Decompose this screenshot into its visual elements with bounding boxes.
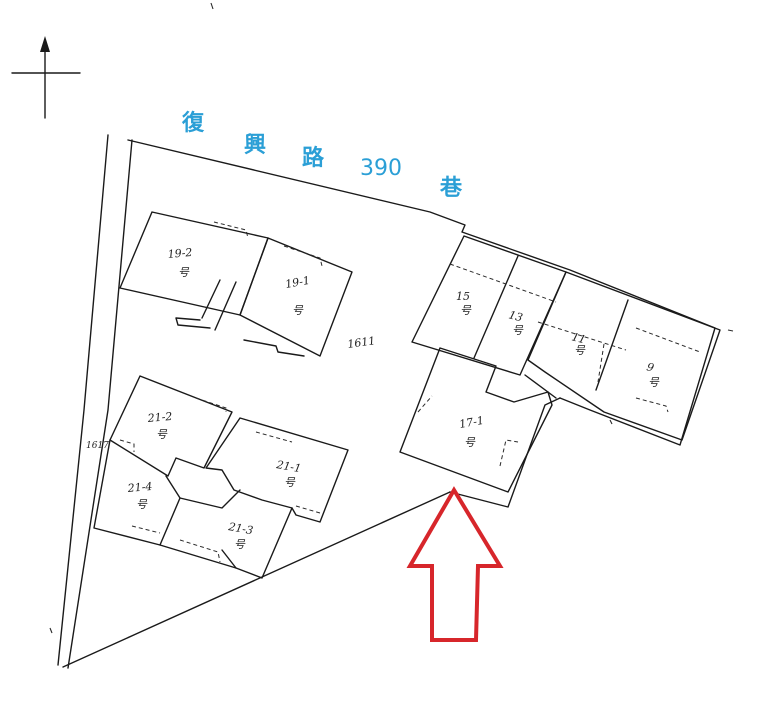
unit-label-21-1: 21-1 — [274, 458, 302, 475]
unit-suffix-9: 号 — [648, 376, 660, 389]
building-19 — [119, 211, 353, 357]
unit-label-19-1: 19-1 — [284, 274, 311, 291]
road-number: 390 — [360, 156, 402, 181]
up-arrow-icon — [406, 486, 504, 642]
unit-suffix-13: 号 — [512, 324, 524, 337]
north-arrow-icon — [11, 36, 81, 119]
parcel-number-main: 1611 — [347, 334, 377, 351]
unit-label-17-1: 17-1 — [458, 414, 485, 431]
unit-label-11: 11 — [570, 330, 587, 346]
road-char-3: 路 — [302, 145, 325, 171]
road-char-2: 興 — [244, 133, 266, 158]
unit-suffix-21-4: 号 — [136, 498, 148, 511]
unit-label-15: 15 — [456, 290, 470, 303]
building-row-east — [411, 235, 721, 441]
unit-suffix-19-2: 号 — [178, 266, 190, 279]
unit-suffix-17-1: 号 — [464, 436, 476, 449]
building-21 — [93, 375, 349, 579]
site-boundary — [49, 134, 734, 669]
unit-suffix-21-1: 号 — [284, 476, 296, 489]
building-17-1 — [399, 347, 553, 493]
road-char-1: 復 — [181, 110, 205, 136]
stray-mark — [210, 2, 214, 10]
unit-labels: 19-2 号 19-1 号 15 号 13 号 11 号 9 号 17-1 号 … — [126, 246, 660, 551]
unit-label-9: 9 — [645, 360, 655, 374]
unit-label-19-2: 19-2 — [167, 246, 193, 261]
parcel-number-side: 1617 — [86, 441, 109, 451]
unit-suffix-21-3: 号 — [234, 538, 246, 551]
unit-suffix-19-1: 号 — [292, 304, 304, 317]
unit-label-21-2: 21-2 — [146, 410, 173, 425]
unit-suffix-11: 号 — [574, 344, 586, 357]
road-name-label: 復 興 路 390 巷 — [181, 110, 463, 201]
unit-label-21-3: 21-3 — [226, 520, 254, 537]
unit-label-21-4: 21-4 — [126, 480, 153, 495]
unit-label-13: 13 — [507, 308, 524, 324]
road-char-4: 巷 — [439, 176, 463, 201]
unit-suffix-21-2: 号 — [156, 428, 168, 441]
unit-suffix-15: 号 — [460, 304, 472, 317]
